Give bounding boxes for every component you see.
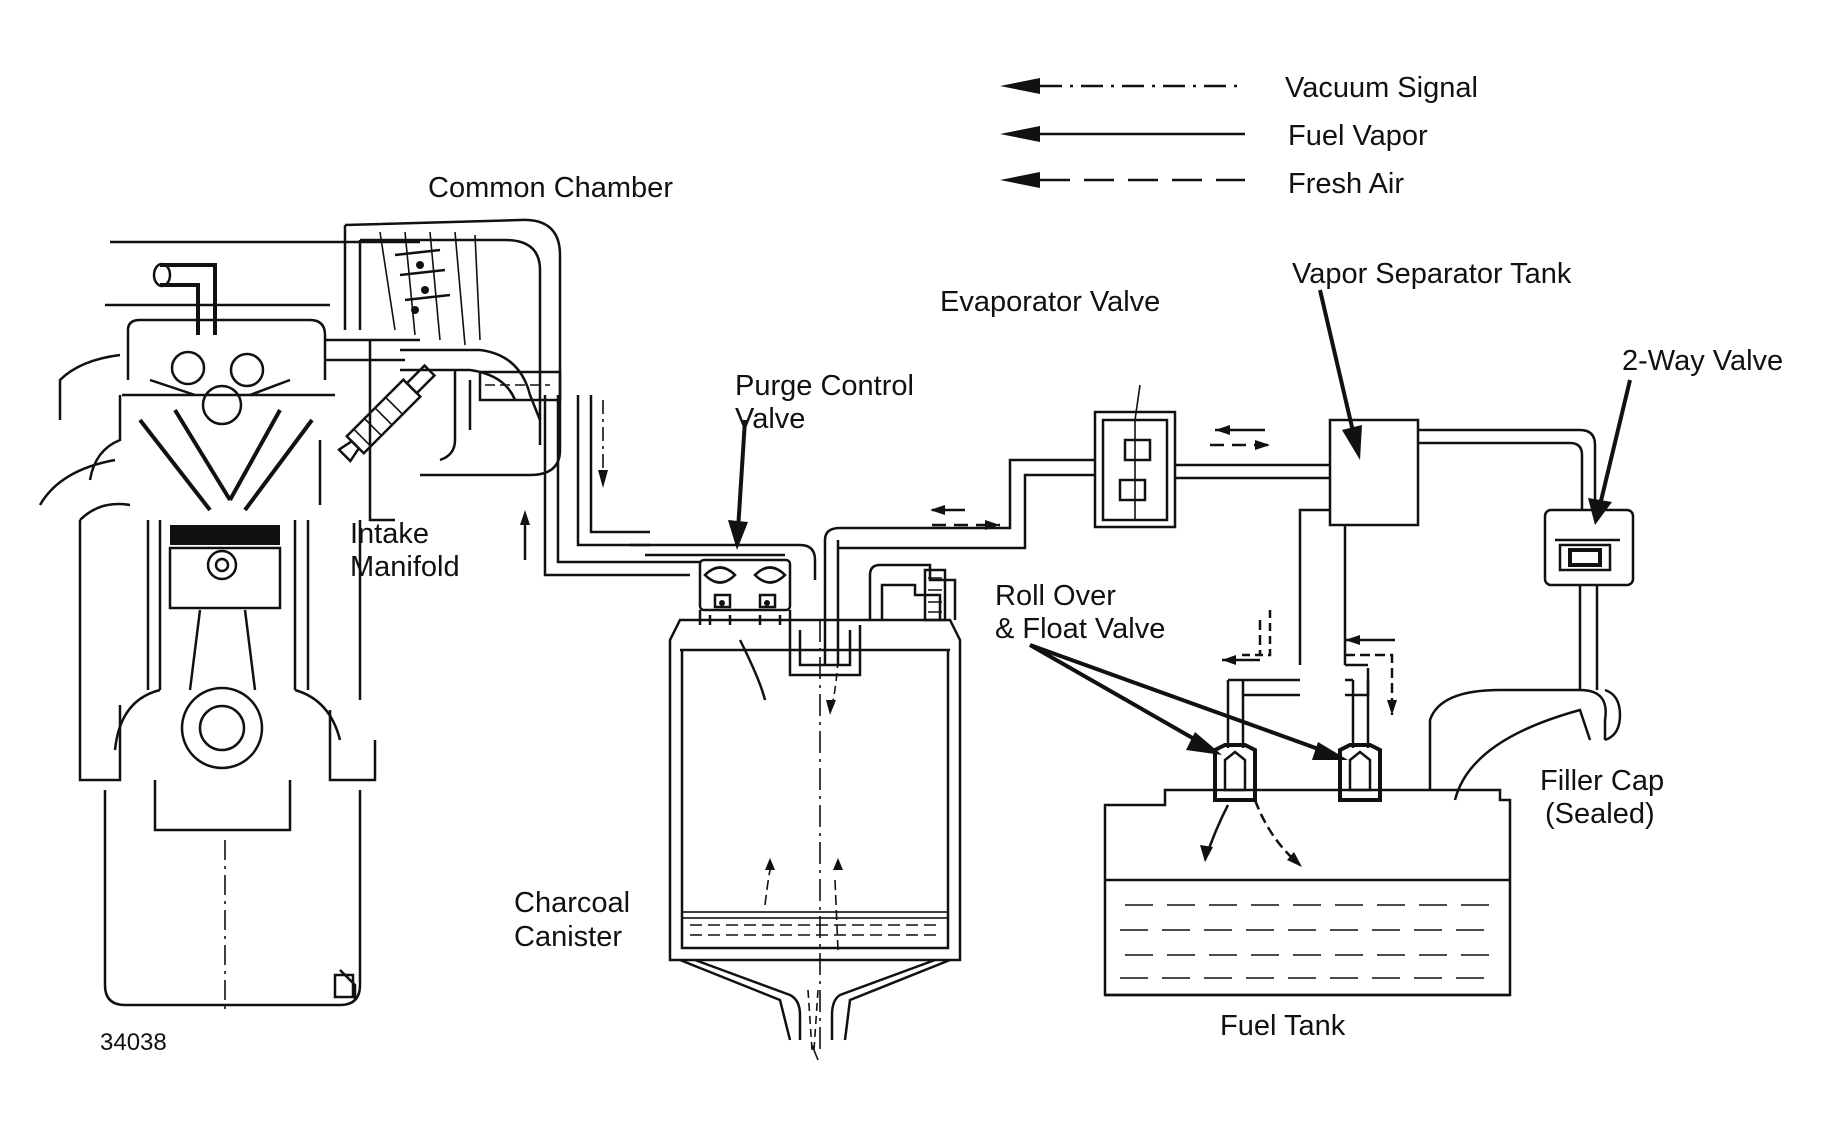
legend-vacuum-signal: Vacuum Signal (1000, 72, 1478, 104)
purge-control-valve: Purge Control Valve (630, 370, 914, 625)
engine-drawing (38, 240, 420, 1010)
legend: Vacuum Signal Fuel Vapor Fresh Air (1000, 72, 1478, 200)
intake-manifold-label-1: Intake (350, 518, 429, 550)
legend-fresh-air: Fresh Air (1000, 168, 1404, 200)
purge-control-label-1: Purge Control (735, 370, 914, 402)
roll-over-valve-right (1338, 680, 1382, 802)
two-way-valve: 2-Way Valve (1543, 345, 1783, 690)
vapor-lines (900, 425, 1330, 550)
filler-cap-label-2: (Sealed) (1545, 798, 1655, 830)
vapor-separator-tank: Vapor Separator Tank (1292, 258, 1597, 665)
legend-vacuum-signal-label: Vacuum Signal (1285, 72, 1478, 104)
purge-control-label-2: Valve (735, 403, 805, 435)
filler-cap-label-1: Filler Cap (1540, 765, 1664, 797)
charcoal-label-1: Charcoal (514, 887, 630, 919)
fuel-tank: Roll Over & Float Valve Fuel Tank Filler… (995, 580, 1664, 1042)
common-chamber (337, 218, 562, 477)
legend-fuel-vapor-label: Fuel Vapor (1288, 120, 1428, 152)
roll-over-valve-left (1213, 680, 1257, 802)
legend-fuel-vapor: Fuel Vapor (1000, 120, 1428, 152)
roll-over-label-2: & Float Valve (995, 613, 1165, 645)
vapor-separator-label: Vapor Separator Tank (1292, 258, 1572, 290)
charcoal-label-2: Canister (514, 921, 622, 953)
common-chamber-label: Common Chamber (428, 172, 673, 204)
purge-lines (520, 395, 700, 577)
intake-manifold-label-2: Manifold (350, 551, 460, 583)
legend-fresh-air-label: Fresh Air (1288, 168, 1404, 200)
charcoal-canister: Charcoal Canister (514, 526, 962, 1061)
evaporator-valve: Evaporator Valve (940, 286, 1177, 529)
evaporator-valve-label: Evaporator Valve (940, 286, 1160, 318)
fuel-tank-label: Fuel Tank (1220, 1010, 1346, 1042)
roll-over-label-1: Roll Over (995, 580, 1116, 612)
figure-number: 34038 (100, 1029, 167, 1056)
two-way-valve-label: 2-Way Valve (1622, 345, 1783, 377)
